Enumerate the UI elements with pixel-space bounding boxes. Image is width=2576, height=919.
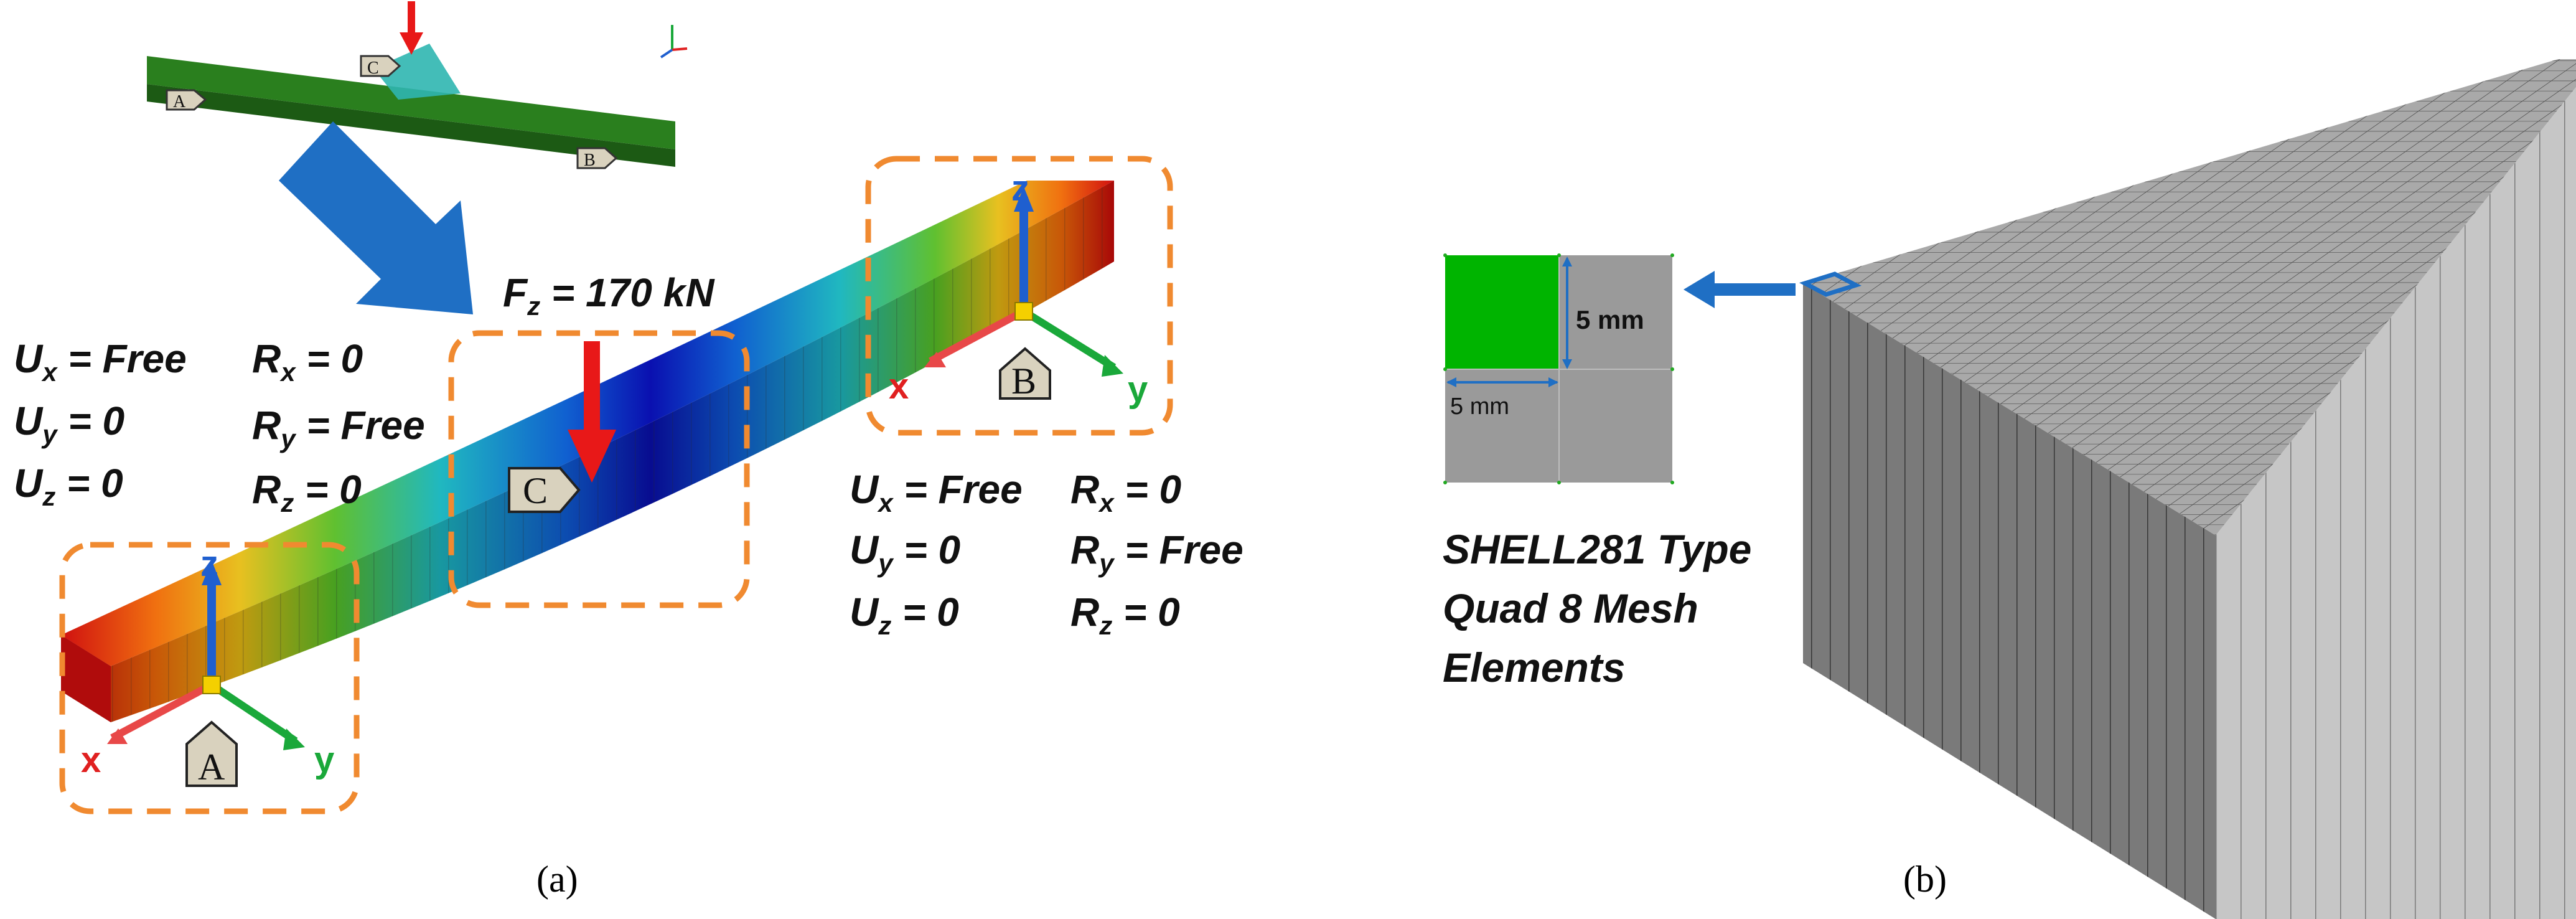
svg-text:x: x xyxy=(889,366,909,407)
mesh-highlight-element xyxy=(1445,255,1559,369)
deformed-beam-mesh xyxy=(61,181,1114,722)
load-c-box xyxy=(448,330,750,608)
element-label-line-2: Quad 8 Mesh xyxy=(1443,585,1698,631)
inset-triad-icon xyxy=(660,25,688,59)
bc-a-rz: Rz = 0 xyxy=(252,467,362,517)
svg-text:y: y xyxy=(1128,369,1148,410)
element-label-line-3: Elements xyxy=(1443,644,1625,690)
flow-arrow xyxy=(279,121,473,314)
bc-b-uy: Uy = 0 xyxy=(850,527,960,578)
inset-beam-top xyxy=(147,56,675,149)
svg-text:z: z xyxy=(1011,168,1029,209)
svg-text:C: C xyxy=(367,59,379,78)
meshed-block-top-grid xyxy=(1803,59,2576,535)
inset-marker-c: C xyxy=(360,55,401,78)
meshed-block-front-grid xyxy=(1803,283,2216,919)
inset-load-arrow xyxy=(400,1,423,55)
dimension-vertical: 5 mm xyxy=(1562,257,1644,369)
svg-text:A: A xyxy=(198,747,225,788)
meshed-block-side-grid xyxy=(2216,87,2576,919)
marker-a: A xyxy=(185,720,238,788)
mesh-element-detail: 5 mm 5 mm xyxy=(1443,253,1674,484)
panel-a: A C B xyxy=(14,1,1244,900)
support-b-box xyxy=(865,156,1173,436)
svg-text:z: z xyxy=(200,544,218,584)
bc-a-uy: Uy = 0 xyxy=(14,398,124,449)
bc-b-uz: Uz = 0 xyxy=(850,590,959,640)
y-axis-b xyxy=(1021,308,1117,371)
svg-text:B: B xyxy=(584,151,596,170)
svg-text:5 mm: 5 mm xyxy=(1450,394,1509,420)
bc-a-uz: Uz = 0 xyxy=(14,461,123,511)
svg-text:5 mm: 5 mm xyxy=(1576,305,1644,334)
svg-text:B: B xyxy=(1011,361,1036,402)
bc-a-rx: Rx = 0 xyxy=(252,336,363,387)
mesh-node-dots xyxy=(1443,253,1674,484)
bc-a-ux: Ux = Free xyxy=(14,336,187,387)
inset-beam-front xyxy=(147,84,675,167)
y-axis-a xyxy=(209,682,298,744)
boundary-conditions-a: Ux = Free Uy = 0 Uz = 0 Rx = 0 Ry = Free… xyxy=(14,336,425,517)
panel-b: 5 mm 5 mm SHELL281 Type Quad 8 Mesh Elem… xyxy=(1443,59,2576,919)
bc-b-rx: Rx = 0 xyxy=(1070,467,1181,517)
pointer-arrow xyxy=(1684,271,1796,308)
triad-a: z x y xyxy=(81,544,334,780)
svg-text:C: C xyxy=(523,470,548,511)
bc-b-ux: Ux = Free xyxy=(850,467,1023,517)
meshed-block xyxy=(1799,59,2576,919)
load-arrow-c xyxy=(568,341,616,483)
caption-a: (a) xyxy=(536,859,578,900)
selected-element-outline xyxy=(1799,271,1862,297)
dimension-horizontal: 5 mm xyxy=(1446,377,1558,420)
element-type-label: SHELL281 Type Quad 8 Mesh Elements xyxy=(1443,526,1751,690)
load-label: Fz = 170 kN xyxy=(503,270,715,321)
bc-b-rz: Rz = 0 xyxy=(1070,590,1180,640)
beam-end-face-left xyxy=(61,635,111,722)
boundary-conditions-b: Ux = Free Uy = 0 Uz = 0 Rx = 0 Ry = Free… xyxy=(850,467,1244,640)
svg-text:y: y xyxy=(314,740,334,780)
inset-marker-a: A xyxy=(166,89,207,111)
caption-b: (b) xyxy=(1903,859,1947,900)
x-axis-a xyxy=(110,681,213,742)
support-a-box xyxy=(59,542,360,814)
inset-marker-b: B xyxy=(576,147,618,170)
marker-b: B xyxy=(999,347,1051,402)
inset-beam-model: A C B xyxy=(147,1,688,170)
bc-a-ry: Ry = Free xyxy=(252,403,425,453)
svg-text:A: A xyxy=(173,92,186,111)
marker-c: C xyxy=(508,467,581,513)
x-axis-b xyxy=(929,308,1026,365)
svg-text:x: x xyxy=(81,740,101,780)
element-label-line-1: SHELL281 Type xyxy=(1443,526,1751,572)
bc-b-ry: Ry = Free xyxy=(1070,527,1244,578)
inset-load-pad xyxy=(373,44,461,100)
triad-b: z x y xyxy=(889,168,1148,410)
